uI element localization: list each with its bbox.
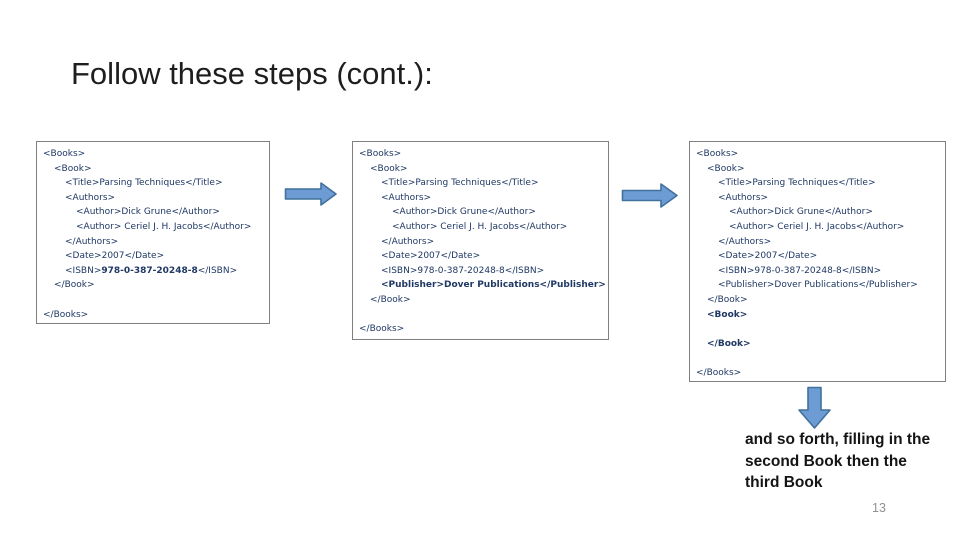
- block-arrow-down-icon: [798, 386, 832, 435]
- code-line: </Book>: [54, 280, 95, 291]
- code-line: <Author>Dick Grune</Author>: [76, 207, 220, 218]
- code-line: <ISBN>978-0-387-20248-8</ISBN>: [65, 265, 238, 276]
- code-line: <Title>Parsing Techniques</Title>: [381, 178, 539, 189]
- code-line: </Authors>: [718, 236, 772, 247]
- code-line: <Book>: [370, 163, 408, 174]
- xml-code-box-add-publisher: <Books> <Book> <Title>Parsing Techniques</…: [352, 141, 609, 340]
- code-line: <Book>: [707, 309, 748, 320]
- code-line: <ISBN>978-0-387-20248-8</ISBN>: [718, 265, 882, 276]
- code-line: <Book>: [54, 163, 92, 174]
- code-line: <Books>: [359, 149, 402, 159]
- block-arrow-right-icon: [621, 182, 679, 214]
- code-line: <Title>Parsing Techniques</Title>: [718, 178, 876, 189]
- page-title: Follow these steps (cont.):: [71, 56, 433, 91]
- code-line: <Publisher>Dover Publications</Publisher…: [718, 280, 918, 291]
- code-line: <Books>: [696, 149, 739, 159]
- code-line: <Publisher>Dover Publications</Publisher…: [381, 280, 606, 291]
- code-line: <Author>Dick Grune</Author>: [392, 207, 536, 218]
- code-line: <Date>2007</Date>: [381, 251, 481, 262]
- code-line: <Authors>: [718, 192, 769, 203]
- code-line: </Books>: [696, 367, 742, 378]
- code-line: <Date>2007</Date>: [718, 251, 818, 262]
- code-line: [696, 351, 939, 366]
- xml-code-box-second-book: <Books> <Book> <Title>Parsing Techniques</…: [689, 141, 946, 382]
- code-line: </Book>: [707, 338, 751, 349]
- code-line: <ISBN>978-0-387-20248-8</ISBN>: [381, 265, 545, 276]
- xml-code-box-first-book: <Books> <Book> <Title>Parsing Techniques</…: [36, 141, 270, 324]
- code-line: <Author> Ceriel J. H. Jacobs</Author>: [392, 221, 568, 232]
- code-line: </Authors>: [65, 236, 119, 247]
- code-line: </Book>: [370, 294, 411, 305]
- code-line: <Book>: [707, 163, 745, 174]
- code-line: <Authors>: [65, 192, 116, 203]
- code-line: [43, 293, 263, 308]
- code-line: <Author>Dick Grune</Author>: [729, 207, 873, 218]
- code-line: <Books>: [43, 149, 86, 159]
- code-line: [359, 308, 602, 323]
- code-line: <Date>2007</Date>: [65, 251, 165, 262]
- page-number: 13: [872, 501, 886, 515]
- caption-text: and so forth, filling in the second Book…: [745, 431, 931, 491]
- code-line: <Author> Ceriel J. H. Jacobs</Author>: [76, 221, 252, 232]
- code-line: </Authors>: [381, 236, 435, 247]
- code-line: </Books>: [359, 324, 405, 335]
- code-line: </Book>: [707, 294, 748, 305]
- code-line: <Title>Parsing Techniques</Title>: [65, 178, 223, 189]
- code-line: <Authors>: [381, 192, 432, 203]
- code-line: <Author> Ceriel J. H. Jacobs</Author>: [729, 221, 905, 232]
- block-arrow-right-icon: [284, 181, 338, 212]
- code-line: </Books>: [43, 309, 89, 320]
- code-line: [696, 322, 939, 337]
